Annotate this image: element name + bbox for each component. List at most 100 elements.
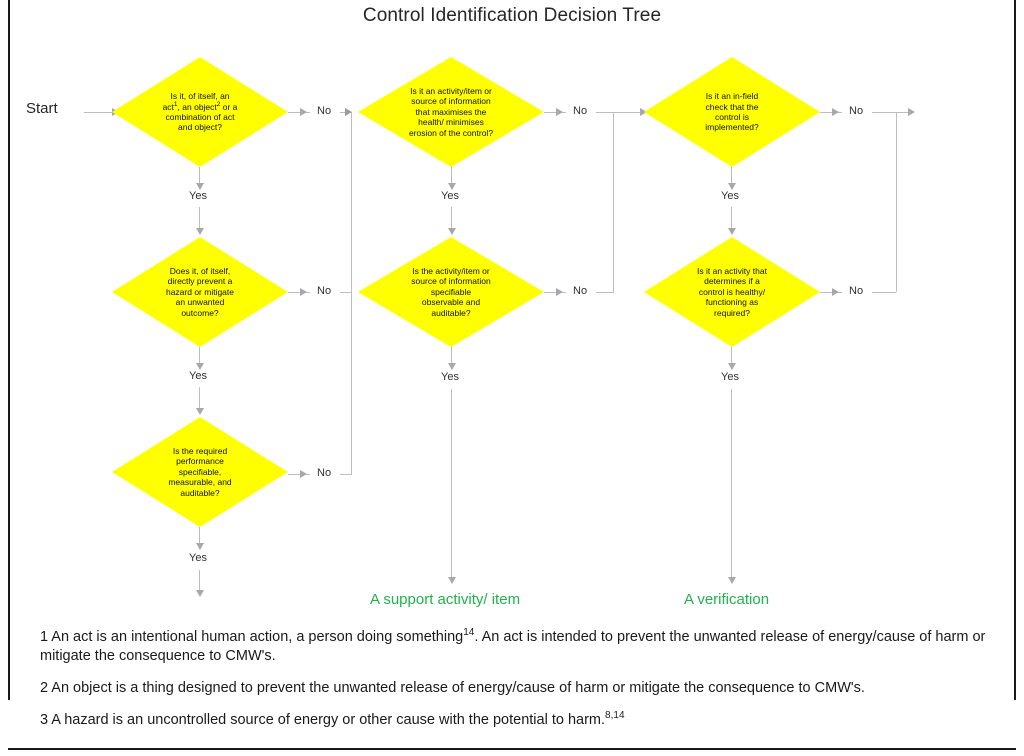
connector-col2-no-to-d6 (613, 112, 643, 113)
decision-d3[interactable]: Is the required performance specifiable,… (112, 417, 288, 527)
arrow-d3-yes-upper (196, 543, 204, 550)
footnote-1-text-a: 1 An act is an intentional human action,… (40, 629, 464, 645)
connector-d6-no-a (820, 112, 842, 113)
connector-d2-yes-upper (199, 347, 200, 369)
connector-col3-no-exit (896, 112, 912, 113)
connector-d7-yes-upper (731, 347, 732, 369)
arrow-d5-no (556, 288, 563, 296)
connector-d6-yes-lower (731, 207, 732, 230)
decision-d5-text: Is the activity/item or source of inform… (411, 265, 491, 318)
connector-d4-yes-upper (451, 167, 452, 189)
arrow-d7-no (832, 288, 839, 296)
edge-label-d3-no: No (314, 467, 335, 479)
connector-col3-no-bus (896, 112, 897, 292)
arrow-d7-yes-upper (728, 363, 736, 370)
connector-d5-no-a (544, 292, 566, 293)
connector-d4-no-b (596, 112, 614, 113)
outcome-support-activity: A support activity/ item (370, 591, 521, 608)
decision-d6-text: Is it an in-field check that the control… (705, 91, 759, 133)
decision-d5[interactable]: Is the activity/item or source of inform… (358, 237, 544, 347)
connector-d1-yes-lower (199, 207, 200, 230)
connector-start-to-d1 (84, 112, 118, 113)
edge-label-d1-no: No (314, 105, 335, 117)
arrow-col3-no-exit (908, 108, 915, 116)
arrow-d3-outcome (196, 590, 204, 597)
connector-col1-no-bus (351, 112, 352, 474)
start-label: Start (26, 100, 58, 117)
connector-d7-no-b (872, 292, 896, 293)
arrow-d4-to-d5 (448, 228, 456, 235)
page-frame-right-border (1014, 0, 1016, 700)
edge-label-d4-no: No (570, 105, 591, 117)
edge-label-d2-yes: Yes (186, 370, 210, 382)
arrow-d6-no (832, 108, 839, 116)
decision-d2[interactable]: Does it, of itself, directly prevent a h… (112, 237, 288, 347)
connector-d1-no-a (288, 112, 310, 113)
footnote-1-text-b: . An act is intended to prevent the unwa… (40, 629, 986, 664)
page-title: Control Identification Decision Tree (362, 5, 662, 26)
arrow-d5-to-support-outcome (448, 577, 456, 584)
connector-d5-no-b (596, 292, 614, 293)
arrow-d1-to-d2 (196, 228, 204, 235)
footnote-1: 1 An act is an intentional human action,… (40, 628, 1000, 666)
decision-d6[interactable]: Is it an in-field check that the control… (644, 57, 820, 167)
arrow-d5-yes-upper (448, 363, 456, 370)
edge-label-d7-yes: Yes (718, 371, 742, 383)
decision-d7-text: Is it an activity that determines if a c… (697, 265, 767, 318)
page-frame-bottom-rule (8, 748, 1016, 750)
edge-label-d6-yes: Yes (718, 190, 742, 202)
edge-label-d3-yes: Yes (186, 552, 210, 564)
arrow-col2-no-into-d6 (640, 108, 647, 116)
arrow-d4-yes-upper (448, 183, 456, 190)
footnote-3-text-a: 3 A hazard is an uncontrolled source of … (40, 712, 606, 728)
connector-d4-yes-lower (451, 207, 452, 230)
connector-col2-no-bus (613, 112, 614, 292)
connector-d3-no-a (288, 474, 310, 475)
footnote-2-text-a: 2 An object is a thing designed to preve… (40, 680, 865, 696)
arrow-col1-no-into-d4 (345, 108, 352, 116)
edge-label-d2-no: No (314, 285, 335, 297)
decision-d1[interactable]: Is it, of itself, an act1, an object2 or… (112, 57, 288, 167)
connector-d5-yes-to-outcome (451, 389, 452, 579)
outcome-verification: A verification (684, 591, 770, 608)
connector-d3-no-b (340, 474, 352, 475)
edge-label-d5-no: No (570, 285, 591, 297)
edge-label-d7-no: No (846, 285, 867, 297)
connector-d3-yes-lower (199, 570, 200, 592)
arrow-d6-to-d7 (728, 228, 736, 235)
connector-d7-yes-to-outcome (731, 389, 732, 579)
arrow-d2-to-d3 (196, 408, 204, 415)
connector-d2-yes-lower (199, 387, 200, 410)
decision-d3-text: Is the required performance specifiable,… (168, 445, 232, 498)
arrow-d2-yes-upper (196, 363, 204, 370)
connector-d2-no-a (288, 292, 310, 293)
connector-d2-no-b (340, 292, 352, 293)
arrow-d7-to-verification-outcome (728, 577, 736, 584)
connector-d7-no-a (820, 292, 842, 293)
arrow-d6-yes-upper (728, 183, 736, 190)
decision-d1-text: Is it, of itself, an act1, an object2 or… (162, 91, 238, 133)
connector-d6-no-b (872, 112, 896, 113)
arrow-d4-no (556, 108, 563, 116)
footnotes: 1 An act is an intentional human action,… (40, 628, 1000, 743)
connector-d3-yes-upper (199, 527, 200, 549)
connector-d5-yes-upper (451, 347, 452, 369)
edge-label-d4-yes: Yes (438, 190, 462, 202)
decision-d7[interactable]: Is it an activity that determines if a c… (644, 237, 820, 347)
footnote-3-sup: 8,14 (605, 710, 625, 722)
footnote-1-sup: 14 (463, 627, 475, 639)
footnote-3: 3 A hazard is an uncontrolled source of … (40, 711, 1000, 730)
connector-d4-no-a (544, 112, 566, 113)
decision-d2-text: Does it, of itself, directly prevent a h… (165, 265, 235, 318)
page-frame-left-border (8, 0, 10, 700)
edge-label-d5-yes: Yes (438, 371, 462, 383)
decision-d4-text: Is it an activity/item or source of info… (408, 85, 494, 138)
arrow-d2-no (300, 288, 307, 296)
arrow-d1-no (300, 108, 307, 116)
connector-d6-yes-upper (731, 167, 732, 189)
footnote-2: 2 An object is a thing designed to preve… (40, 679, 1000, 698)
connector-d1-yes-upper (199, 167, 200, 189)
decision-d4[interactable]: Is it an activity/item or source of info… (358, 57, 544, 167)
edge-label-d6-no: No (846, 105, 867, 117)
